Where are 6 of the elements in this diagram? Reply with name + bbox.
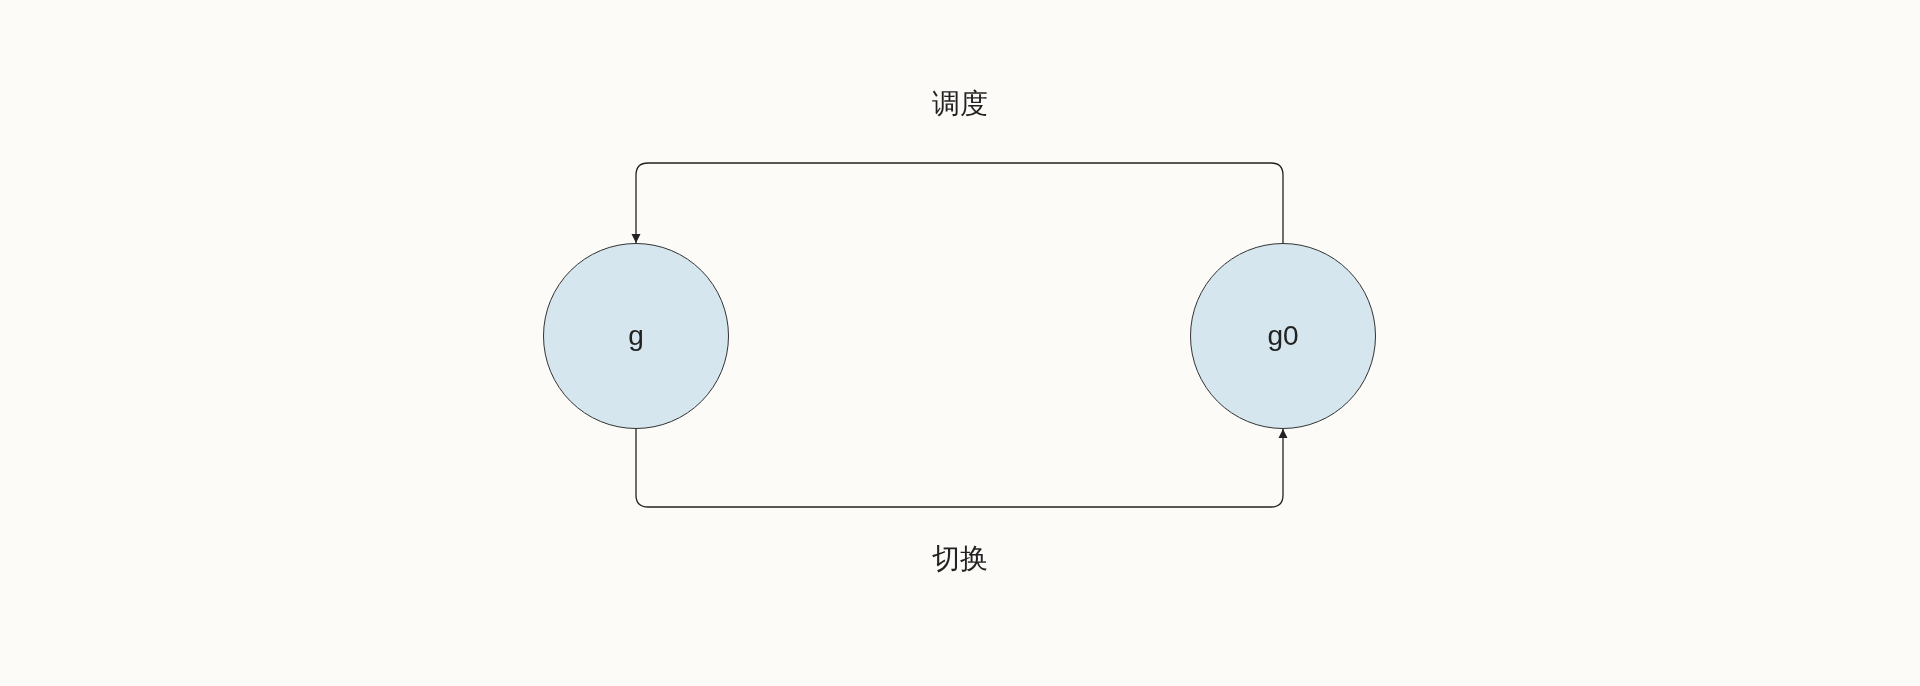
arrow (631, 162, 1284, 244)
node-label: g0 (1267, 319, 1299, 353)
node-label: g (628, 319, 644, 353)
edge-label: 调度 (931, 90, 988, 118)
arrow (635, 428, 1288, 508)
edge-label: 切换 (931, 545, 988, 573)
